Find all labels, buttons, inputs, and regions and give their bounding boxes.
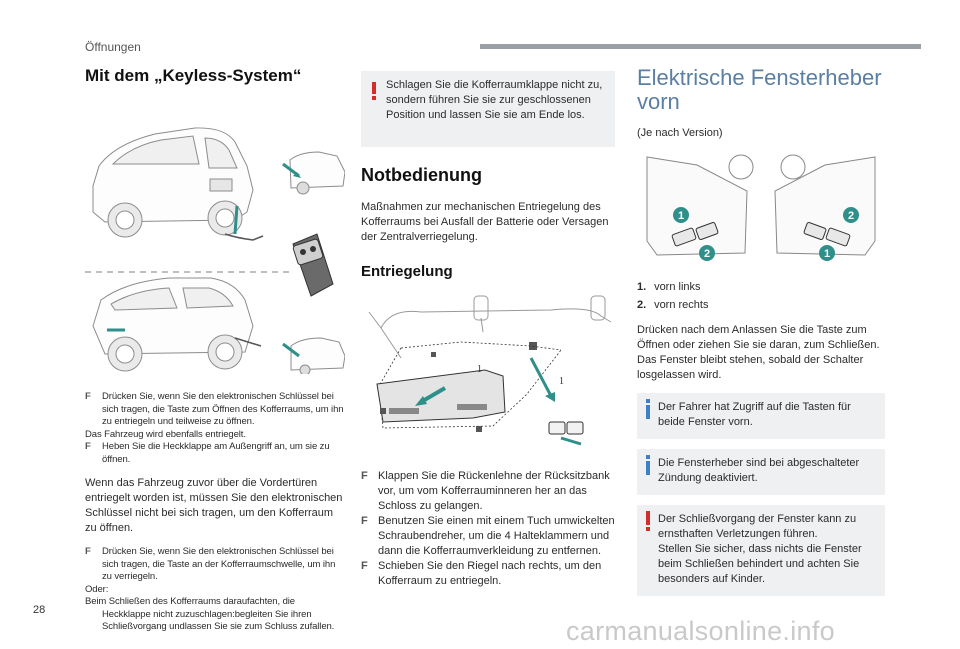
warning-icon (646, 511, 650, 532)
keyless-step-2: F Heben Sie die Heckklappe am Außengriff… (85, 441, 330, 465)
car-inset-bottom (290, 337, 346, 376)
svg-text:2: 2 (848, 210, 854, 222)
warning-icon (372, 82, 376, 100)
entriegelung-step-3: F Schieben Sie den Riegel nach rechts, u… (361, 560, 602, 587)
entriegelung-subtitle: Entriegelung (361, 263, 453, 280)
callout-left-2: 2 (699, 245, 715, 262)
car-front-illustration (92, 277, 254, 372)
svg-text:2: 2 (704, 248, 710, 260)
warning-box-windows: Der Schließvorgang der Fenster kann zu e… (637, 505, 885, 597)
keyless-column: Mit dem „Keyless-System“ (85, 66, 346, 634)
trunk-illustration: 1 1 (368, 295, 612, 446)
section-bar (480, 44, 921, 49)
callout-right-2: 2 (843, 207, 859, 224)
info-box-ignition: Die Fensterheber sind bei abgeschalteter… (637, 449, 885, 496)
info-icon (646, 399, 650, 420)
closing-line-2: Heckklappe nicht zuzuschlagen:begleiten … (102, 608, 335, 633)
warning-box-boot: Schlagen Sie die Kofferraumklappe nicht … (361, 71, 615, 147)
svg-text:1: 1 (678, 210, 684, 222)
watermark: carmanualsonline.info (566, 616, 835, 646)
keyless-paragraph: Wenn das Fahrzeug zuvor über die Vordert… (85, 477, 343, 534)
car-inset-top (289, 151, 346, 195)
keyless-title: Mit dem „Keyless-System“ (85, 66, 302, 85)
page-number: 28 (33, 604, 46, 616)
right-door-panel (774, 154, 876, 256)
keyless-illustration (85, 127, 346, 376)
key-fob-illustration (292, 233, 334, 297)
trim-panel (376, 369, 506, 423)
boot-button-highlight (233, 205, 239, 235)
clip-label-2: 1 (559, 376, 564, 387)
window-switch-illustration: 1 2 2 1 (646, 154, 876, 262)
entriegelung-step-2: F Benutzen Sie einen mit einem Tuch umwi… (361, 515, 615, 557)
notbedienung-intro: Maßnahmen zur mechanischen Entriegelung … (361, 201, 609, 243)
fensterheber-column: Elektrische Fensterheber vorn (Je nach V… (637, 65, 885, 597)
clip-label-1: 1 (477, 364, 482, 375)
notbedienung-title: Notbedienung (361, 165, 482, 185)
entriegelung-step-1: F Klappen Sie die Rückenlehne der Rücksi… (361, 470, 610, 512)
info-icon (646, 455, 650, 476)
left-switch-pack (671, 222, 719, 247)
callout-right-1: 1 (819, 245, 835, 262)
keyless-note: Das Fahrzeug wird ebenfalls entriegelt. (85, 428, 246, 440)
keyless-step-1: F Drücken Sie, wenn Sie den elektronisch… (85, 391, 344, 427)
callout-left-1: 1 (673, 207, 689, 224)
version-note: (Je nach Version) (637, 127, 723, 140)
left-door-panel (646, 154, 754, 256)
fensterheber-paragraph: Drücken nach dem Anlassen Sie die Taste … (637, 324, 880, 382)
fensterheber-title: Elektrische Fensterheber vorn (637, 65, 882, 115)
closing-line-1: Beim Schließen des Kofferraums daraufach… (85, 596, 295, 607)
latch-illustration (548, 421, 584, 435)
legend-item-1: 1. vorn links (637, 281, 701, 294)
arrow-right (529, 357, 553, 397)
car-rear-illustration (92, 127, 254, 238)
right-switch-pack (803, 222, 851, 247)
legend-item-2: 2. vorn rechts (637, 299, 709, 312)
svg-text:1: 1 (824, 248, 830, 260)
clip-markers (380, 352, 482, 432)
notbedienung-column: Schlagen Sie die Kofferraumklappe nicht … (361, 71, 615, 589)
arrow-bottom (282, 342, 300, 358)
info-box-driver: Der Fahrer hat Zugriff auf die Tasten fü… (637, 393, 885, 440)
keyless-lock-step: F Drücken Sie, wenn Sie den elektronisch… (85, 546, 336, 582)
section-label: Öffnungen (85, 40, 141, 54)
oder-label: Oder: (85, 583, 109, 595)
